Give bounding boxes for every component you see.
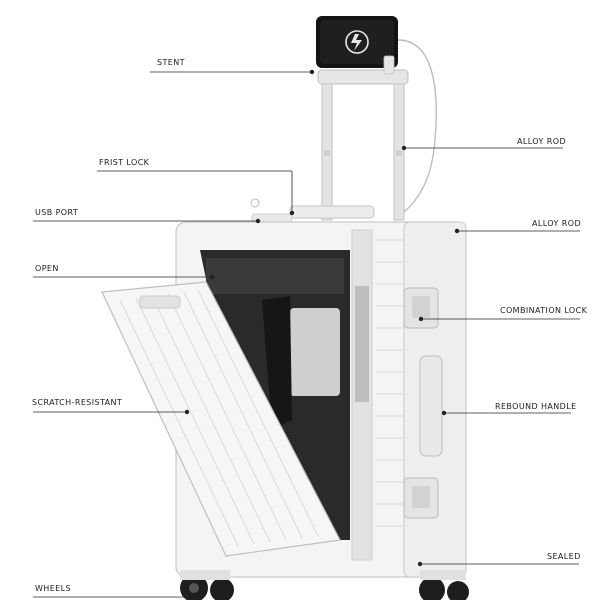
label-rebound-handle: REBOUND HANDLE	[495, 402, 577, 411]
phone-on-stent	[316, 16, 437, 213]
trolley-handle	[317, 69, 409, 221]
label-usb-port: USB PORT	[35, 208, 79, 217]
label-wheels: WHEELS	[35, 584, 71, 593]
label-scratch-resistant: SCRATCH-RESISTANT	[32, 398, 123, 407]
wheels	[180, 570, 469, 600]
label-sealed: SEALED	[547, 552, 581, 561]
label-open: OPEN	[35, 264, 59, 273]
front-lid	[101, 281, 341, 557]
label-alloy-rod-side: ALLOY ROD	[532, 219, 582, 228]
label-alloy-rod-top: ALLOY ROD	[517, 137, 567, 146]
top-handle	[250, 198, 375, 223]
label-frist-lock: FRIST LOCK	[99, 158, 150, 167]
leader-lines	[33, 69, 580, 600]
label-stent: STENT	[157, 58, 185, 67]
label-combination-lock: COMBINATION LOCK	[500, 306, 588, 315]
